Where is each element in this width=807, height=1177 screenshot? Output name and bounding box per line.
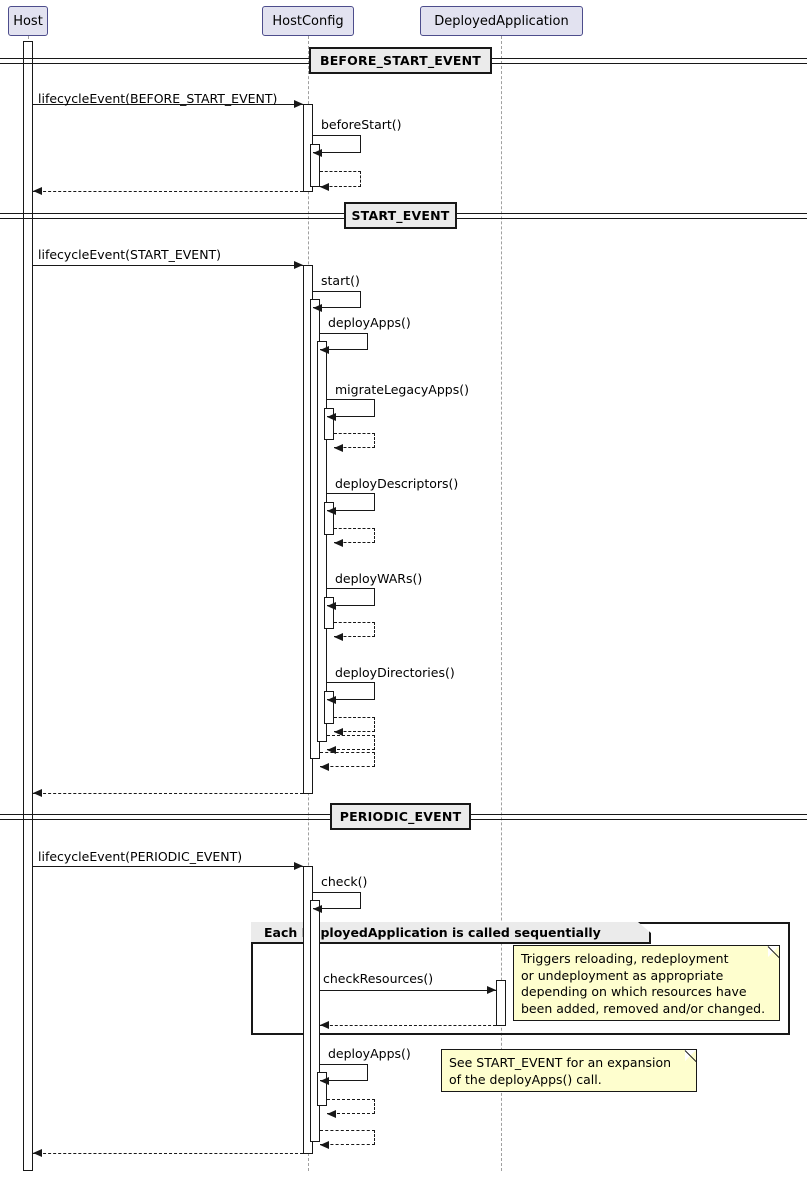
self-call-s-st2-r — [327, 735, 375, 750]
self-call-label-s-start: start() — [321, 273, 360, 288]
self-call-label-s-wars: deployWARs() — [335, 571, 423, 586]
note-fold-icon — [768, 946, 779, 957]
message-arrow-h-m1 — [294, 100, 303, 108]
self-call-arrow-s-descriptors-r — [334, 539, 343, 547]
self-call-arrow-s-pe2-r — [327, 1110, 336, 1118]
self-call-s-migrate-r — [334, 433, 375, 448]
divider-label: BEFORE_START_EVENT — [319, 53, 482, 68]
participant-app[interactable]: DeployedApplication — [420, 6, 583, 36]
activation-bar-a-cfg-st-3b — [324, 502, 334, 535]
participant-config[interactable]: HostConfig — [262, 6, 354, 36]
self-call-s-directories-r — [334, 717, 375, 732]
self-call-arrow-s-st2-r — [327, 746, 336, 754]
self-call-s-migrate — [327, 399, 375, 417]
self-call-arrow-s-check — [313, 905, 322, 913]
message-arrow-h-m4 — [294, 261, 303, 269]
activation-bar-a-host — [23, 41, 33, 1171]
self-call-s-deployapps — [320, 333, 368, 350]
participant-host[interactable]: Host — [8, 6, 48, 36]
self-call-label-s-check: check() — [321, 874, 368, 889]
participant-label: HostConfig — [272, 13, 344, 29]
divider-periodic: PERIODIC_EVENT — [330, 803, 471, 830]
message-line-h-m3 — [33, 191, 303, 192]
message-label-h-m1: lifecycleEvent(BEFORE_START_EVENT) — [38, 91, 278, 106]
message-arrow-h-m17 — [33, 1149, 42, 1157]
self-call-arrow-s-wars — [327, 602, 336, 610]
activation-bar-a-cfg-st-3d — [324, 691, 334, 724]
self-call-arrow-s-beforestart — [313, 149, 322, 157]
message-line-h-m4 — [33, 265, 303, 266]
self-call-label-s-directories: deployDirectories() — [335, 665, 455, 680]
participant-label: DeployedApplication — [434, 13, 569, 29]
self-call-s-start — [313, 291, 361, 308]
divider-start: START_EVENT — [344, 202, 457, 229]
self-call-s-descriptors-r — [334, 528, 375, 543]
message-line-h-m12 — [33, 866, 303, 867]
self-call-arrow-s-deployapps — [320, 346, 329, 354]
self-call-label-s-migrate: migrateLegacyApps() — [335, 382, 469, 397]
activation-bar-a-cfg-pe-1 — [310, 900, 320, 1142]
message-line-h-m17 — [33, 1153, 303, 1154]
message-line-h-m11 — [33, 793, 303, 794]
message-arrow-h-m12 — [294, 862, 303, 870]
self-call-arrow-s-pe1-r — [320, 1141, 329, 1149]
self-call-arrow-s-st1-r — [320, 763, 329, 771]
divider-label: START_EVENT — [351, 208, 450, 223]
note-note-deploy-apps: See START_EVENT for an expansion of the … — [441, 1049, 697, 1092]
self-call-arrow-s-descriptors — [327, 507, 336, 515]
self-call-arrow-s-deployapps2 — [320, 1077, 329, 1085]
group-label: Each DeployedApplication is called seque… — [264, 924, 601, 940]
divider-label: PERIODIC_EVENT — [339, 809, 462, 824]
activation-bar-a-cfg-bs-1 — [310, 144, 320, 187]
self-call-s-descriptors — [327, 493, 375, 511]
message-line-h-m14 — [320, 990, 496, 991]
message-label-h-m12: lifecycleEvent(PERIODIC_EVENT) — [38, 849, 243, 864]
self-call-s-check — [313, 892, 361, 909]
participant-label: Host — [13, 13, 43, 29]
group-header-each-deployed-application: Each DeployedApplication is called seque… — [251, 922, 651, 944]
self-call-arrow-s-migrate-r — [334, 444, 343, 452]
message-line-h-m1 — [33, 104, 303, 105]
self-call-s-wars-r — [334, 622, 375, 637]
activation-bar-a-cfg-st-2 — [317, 341, 327, 742]
activation-bar-a-cfg-st-3a — [324, 408, 334, 440]
message-arrow-h-m3 — [33, 187, 42, 195]
message-arrow-h-m14 — [487, 986, 496, 994]
self-call-arrow-s-beforestart-r — [320, 183, 329, 191]
self-call-arrow-s-directories-r — [334, 728, 343, 736]
self-call-s-pe1-r — [320, 1130, 375, 1145]
lifeline-app — [501, 36, 502, 1171]
activation-bar-a-app-pe — [496, 980, 506, 1026]
self-call-arrow-s-wars-r — [334, 633, 343, 641]
self-call-s-st1-r — [320, 752, 375, 767]
activation-bar-a-cfg-pe-2 — [317, 1072, 327, 1106]
self-call-label-s-descriptors: deployDescriptors() — [335, 476, 459, 491]
note-fold-icon — [685, 1050, 696, 1061]
message-label-h-m4: lifecycleEvent(START_EVENT) — [38, 247, 222, 262]
self-call-s-pe2-r — [327, 1099, 375, 1114]
message-label-h-m14: checkResources() — [323, 971, 434, 986]
activation-bar-a-cfg-st-3c — [324, 597, 334, 629]
self-call-arrow-s-directories — [327, 696, 336, 704]
self-call-label-s-deployapps: deployApps() — [328, 315, 411, 330]
self-call-arrow-s-migrate — [327, 413, 336, 421]
divider-before-start: BEFORE_START_EVENT — [309, 47, 492, 74]
note-note-check-resources: Triggers reloading, redeployment or unde… — [513, 945, 780, 1021]
self-call-arrow-s-start — [313, 304, 322, 312]
self-call-s-beforestart-r — [320, 171, 361, 187]
self-call-label-s-beforestart: beforeStart() — [321, 117, 402, 132]
message-arrow-h-m11 — [33, 789, 42, 797]
self-call-s-deployapps2 — [320, 1064, 368, 1081]
self-call-s-directories — [327, 682, 375, 700]
self-call-label-s-deployapps2: deployApps() — [328, 1046, 411, 1061]
self-call-s-beforestart — [313, 135, 361, 153]
message-arrow-h-m15 — [320, 1021, 329, 1029]
self-call-s-wars — [327, 588, 375, 606]
message-line-h-m15 — [320, 1025, 496, 1026]
